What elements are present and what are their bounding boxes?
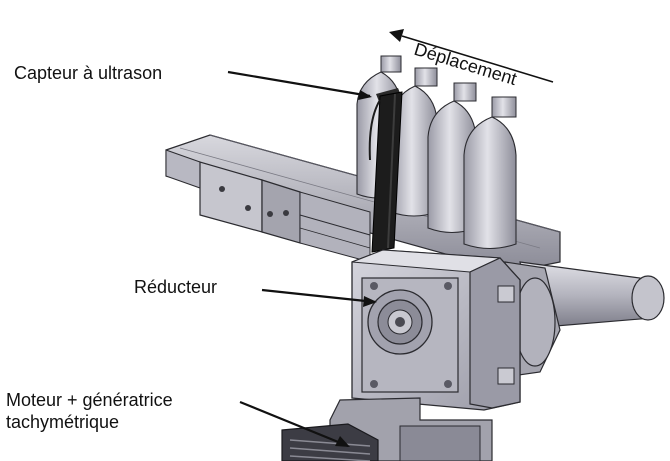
direction-line [401, 35, 554, 83]
leader-lines [227, 29, 554, 448]
label-motor-line1: Moteur + génératrice [6, 390, 173, 410]
label-motor: Moteur + génératrice tachymétrique [6, 389, 173, 433]
label-ultrasonic-sensor: Capteur à ultrason [14, 63, 163, 83]
bottle [390, 67, 438, 217]
sensor-leader-line [227, 70, 371, 98]
bottle [463, 96, 517, 250]
direction-arrowhead [389, 29, 404, 42]
drive-roller [504, 261, 665, 377]
ultrasonic-sensor [368, 88, 403, 253]
label-motor-line2: tachymétrique [6, 412, 120, 432]
motor-leader-line [239, 400, 349, 448]
reducer-leader-line [261, 288, 376, 304]
conveyor-belt [165, 134, 561, 273]
motor-arrowhead [335, 436, 350, 447]
reducer-arrowhead [363, 296, 377, 307]
label-gear-reducer: Réducteur [134, 277, 218, 297]
gear-reducer [351, 249, 521, 411]
sensor-arrowhead [358, 90, 372, 100]
motor [281, 397, 493, 461]
